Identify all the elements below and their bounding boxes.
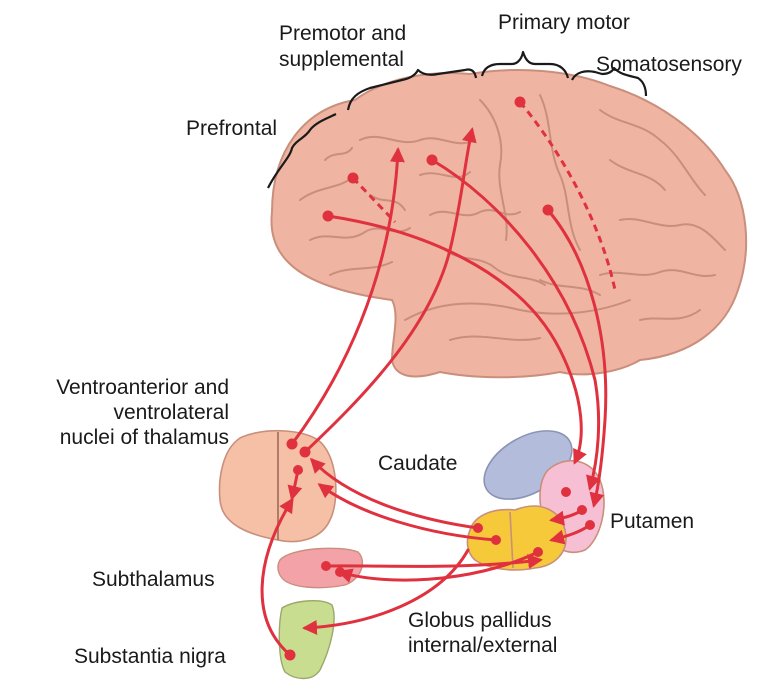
label-premotor-2: supplemental [279, 48, 404, 71]
substantia-nigra-shape [279, 601, 334, 679]
dot-thalamus-1 [287, 439, 298, 450]
label-premotor: Premotor and [279, 22, 406, 45]
label-putamen: Putamen [610, 510, 694, 533]
dot-premotor [427, 155, 438, 166]
label-globus-pallidus-1: Globus pallidus [408, 609, 552, 632]
label-thalamus-2: ventrolateral [113, 401, 229, 424]
dot-thalamus-3 [293, 465, 303, 475]
dot-prefrontal-2 [323, 211, 334, 222]
dot-substantia-nigra [285, 650, 296, 661]
subthalamus-shape [278, 548, 362, 587]
dot-putamen-3 [561, 487, 571, 497]
dot-motor-2 [543, 205, 554, 216]
dot-gp-1 [473, 523, 483, 533]
label-caudate: Caudate [378, 452, 457, 475]
dot-gp-2 [491, 535, 501, 545]
dot-putamen-1 [577, 505, 587, 515]
label-globus-pallidus-2: internal/external [408, 634, 557, 657]
label-thalamus-1: Ventroanterior and [56, 376, 229, 399]
label-prefrontal: Prefrontal [186, 117, 277, 140]
label-subthalamus: Subthalamus [92, 568, 215, 591]
dot-gp-3 [533, 547, 543, 557]
dot-thalamus-2 [300, 447, 311, 458]
label-primary-motor: Primary motor [498, 11, 630, 34]
dot-prefrontal-1 [348, 173, 359, 184]
dot-motor-cortex [515, 97, 526, 108]
dot-putamen-2 [585, 520, 595, 530]
dot-subthalamus-1 [321, 561, 331, 571]
label-somatosensory: Somatosensory [596, 53, 742, 76]
label-substantia-nigra: Substantia nigra [74, 645, 226, 668]
label-thalamus-3: nuclei of thalamus [60, 426, 229, 449]
dot-subthalamus-2 [335, 567, 345, 577]
